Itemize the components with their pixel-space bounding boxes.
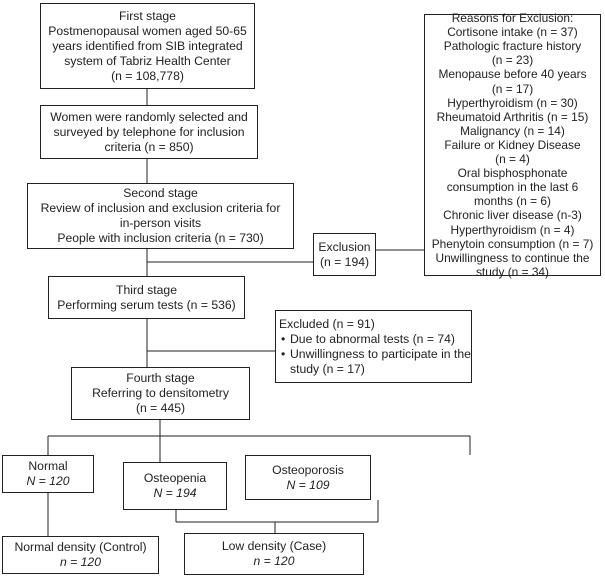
osteoporosis-label: Osteoporosis xyxy=(272,462,344,477)
fourth-stage-line: Referring to densitometry xyxy=(92,386,229,400)
normal-box: Normal N = 120 xyxy=(2,455,94,493)
low-density-count: n = 120 xyxy=(253,554,295,568)
fourth-stage-count: (n = 445) xyxy=(135,401,186,415)
normal-density-box: Normal density (Control) n = 120 xyxy=(2,536,159,574)
exclusion-reason: Malignancy (n = 14) xyxy=(460,123,565,138)
exclusion-reason: months (n = 6) xyxy=(474,194,551,209)
list-item: Due to abnormal tests (n = 74) xyxy=(281,332,471,347)
osteoporosis-box: Osteoporosis N = 109 xyxy=(245,455,371,500)
exclusion-reason: Menopause before 40 years xyxy=(438,67,587,82)
first-stage-line: system of Tabriz Health Center xyxy=(64,53,231,68)
exclusion-reason: Phenytoin consumption (n = 7) xyxy=(431,236,594,251)
exclusion-reason: Failure or Kidney Disease xyxy=(444,137,581,152)
exclusion-reason: Hyperthyroidism (n = 4) xyxy=(450,222,575,237)
normal-label: Normal xyxy=(28,459,68,473)
first-stage-count: (n = 108,778) xyxy=(111,68,184,83)
first-stage-title: First stage xyxy=(119,8,176,23)
osteopenia-label: Osteopenia xyxy=(143,471,207,485)
exclusion-reasons-title: Reasons for Exclusion: xyxy=(451,11,574,26)
exclusion-box: Exclusion (n = 194) xyxy=(313,233,376,276)
third-stage-line: Performing serum tests (n = 536) xyxy=(57,297,236,312)
second-stage-title: Second stage xyxy=(123,186,198,200)
list-item: Unwillingness to participate in the xyxy=(281,347,471,362)
exclusion-reason: (n = 4) xyxy=(495,152,530,167)
exclusion-reason: Chronic liver disease (n-3) xyxy=(443,208,582,223)
first-stage-line: years identified from SIB integrated xyxy=(52,38,243,53)
osteoporosis-count: N = 109 xyxy=(286,477,330,492)
second-stage-line: Review of inclusion and exclusion criter… xyxy=(40,201,281,215)
excluded-tests-list: Due to abnormal tests (n = 74) Unwilling… xyxy=(279,332,471,362)
excluded-tests-title: Excluded (n = 91) xyxy=(279,316,375,331)
telephone-survey-line: criteria (n = 850) xyxy=(104,139,194,154)
exclusion-count: (n = 194) xyxy=(319,254,370,269)
telephone-survey-line: Women were randomly selected and xyxy=(50,109,248,124)
exclusion-reason: Rheumatoid Arthritis (n = 15) xyxy=(436,109,589,124)
exclusion-reason: Cortisone intake (n = 37) xyxy=(447,25,578,40)
exclusion-reason: Pathologic fracture history xyxy=(443,39,582,54)
normal-density-count: n = 120 xyxy=(59,555,101,569)
exclusion-label: Exclusion xyxy=(318,239,371,254)
normal-density-label: Normal density (Control) xyxy=(14,540,147,554)
first-stage-box: First stage Postmenopausal women aged 50… xyxy=(40,3,255,89)
third-stage-title: Third stage xyxy=(116,282,177,297)
exclusion-reasons-box: Reasons for Exclusion: Cortisone intake … xyxy=(424,11,601,279)
telephone-survey-box: Women were randomly selected and surveye… xyxy=(40,105,258,159)
second-stage-line: in-person visits xyxy=(119,216,202,230)
low-density-box: Low density (Case) n = 120 xyxy=(184,533,364,575)
exclusion-reason: Unwillingness to continue the xyxy=(435,250,590,265)
normal-count: N = 120 xyxy=(26,474,70,488)
low-density-label: Low density (Case) xyxy=(221,539,327,553)
osteopenia-box: Osteopenia N = 194 xyxy=(123,462,227,510)
exclusion-reason: study (n = 34) xyxy=(475,264,550,279)
exclusion-reason: Oral bisphosphonate xyxy=(457,166,568,181)
osteopenia-count: N = 194 xyxy=(153,486,197,500)
exclusion-reason: consumption in the last 6 xyxy=(446,180,579,195)
fourth-stage-box: Fourth stage Referring to densitometry (… xyxy=(71,367,250,420)
exclusion-reason: (n = 17) xyxy=(491,81,534,96)
exclusion-reason: (n = 23) xyxy=(491,53,534,68)
second-stage-line: People with inclusion criteria (n = 730) xyxy=(57,231,264,245)
third-stage-box: Third stage Performing serum tests (n = … xyxy=(48,276,245,319)
first-stage-line: Postmenopausal women aged 50-65 xyxy=(48,23,247,38)
second-stage-box: Second stage Review of inclusion and exc… xyxy=(27,183,294,249)
telephone-survey-line: surveyed by telephone for inclusion xyxy=(53,124,245,139)
excluded-tests-continuation: study (n = 17) xyxy=(290,361,365,376)
exclusion-reason: Hyperthyroidism (n = 30) xyxy=(447,95,578,110)
excluded-tests-box: Excluded (n = 91) Due to abnormal tests … xyxy=(275,310,472,383)
fourth-stage-title: Fourth stage xyxy=(126,371,195,385)
